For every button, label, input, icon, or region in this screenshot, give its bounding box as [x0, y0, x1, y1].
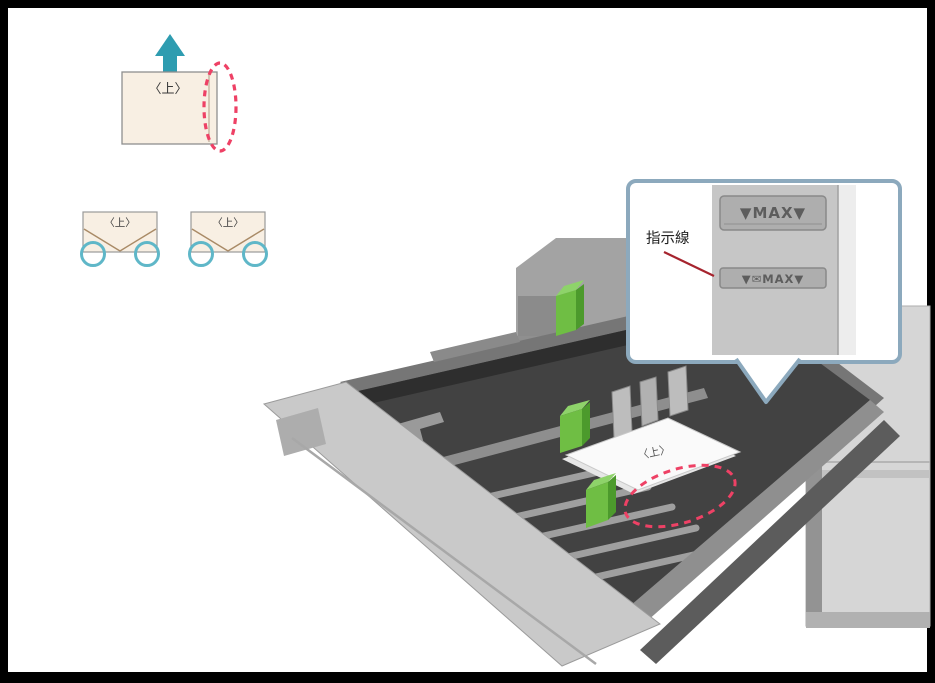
tray-handle	[276, 408, 326, 456]
printer-illustration: 〈上〉	[262, 238, 931, 667]
printer-foot	[806, 612, 930, 628]
green-guide-back	[556, 280, 584, 336]
envelope-top-label: 〈上〉	[148, 82, 187, 97]
callout-tray-wall: ▼MAX▼ ▼✉MAX▼	[712, 185, 856, 355]
callout: ▼MAX▼ ▼✉MAX▼ 指示線	[626, 179, 902, 404]
flap-diagram: 〈上〉 〈上〉	[80, 211, 268, 267]
callout-tail	[734, 357, 802, 404]
width-guide-tab	[667, 365, 689, 417]
small-envelope-1: 〈上〉	[80, 211, 160, 267]
corner-highlight-circle	[80, 241, 106, 267]
corner-highlight-circle	[134, 241, 160, 267]
tray-front-panel	[262, 381, 661, 667]
envelope-max-mark-plate	[719, 267, 827, 289]
width-guide-tab	[611, 385, 633, 439]
corner-highlight-circle	[242, 241, 268, 267]
orientation-diagram: 〈上〉	[121, 34, 238, 153]
small-envelope-2: 〈上〉	[188, 211, 268, 267]
pointer-line	[663, 251, 715, 277]
up-arrow-icon	[155, 34, 185, 73]
max-mark-top: ▼MAX▼	[740, 204, 806, 222]
width-guide-tab	[639, 376, 659, 427]
green-guide-middle	[560, 400, 590, 453]
paper-tray: 〈上〉	[262, 280, 900, 667]
guide-rail-upper	[430, 332, 520, 362]
envelope-outline	[121, 71, 218, 145]
max-mark-envelope: ▼✉MAX▼	[742, 272, 805, 286]
envelope-highlight-ellipse	[623, 463, 737, 529]
tray-front-right-wall	[616, 400, 884, 636]
max-mark-plate	[719, 195, 827, 231]
green-guide-front	[586, 473, 616, 528]
envelope-top-label: 〈上〉	[212, 217, 244, 229]
envelope-top-label: 〈上〉	[104, 217, 136, 229]
indicator-line-label: 指示線	[646, 230, 690, 247]
flap-highlight-ellipse	[202, 61, 238, 153]
corner-highlight-circle	[188, 241, 214, 267]
